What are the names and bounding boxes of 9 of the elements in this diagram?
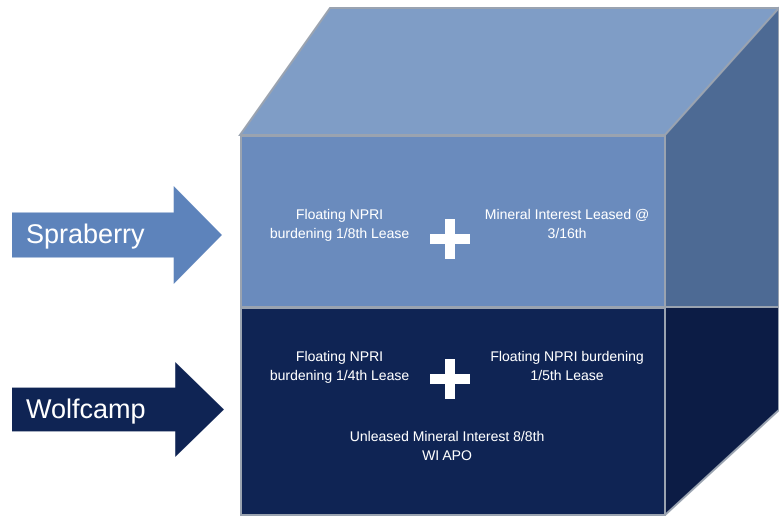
formation-label: Spraberry [26,219,145,250]
interest-text: Floating NPRI burdening 1/4th Lease [268,347,410,385]
interest-text: Floating NPRI burdening 1/8th Lease [268,205,410,243]
interest-text: Unleased Mineral Interest 8/8th WI APO [348,427,546,465]
upper-layer-face [240,135,666,308]
interest-text: Mineral Interest Leased @ 3/16th [484,205,650,243]
formation-label: Wolfcamp [26,394,146,424]
lower-layer-face [240,307,666,516]
interest-text: Floating NPRI burdening 1/5th Lease [489,347,645,385]
